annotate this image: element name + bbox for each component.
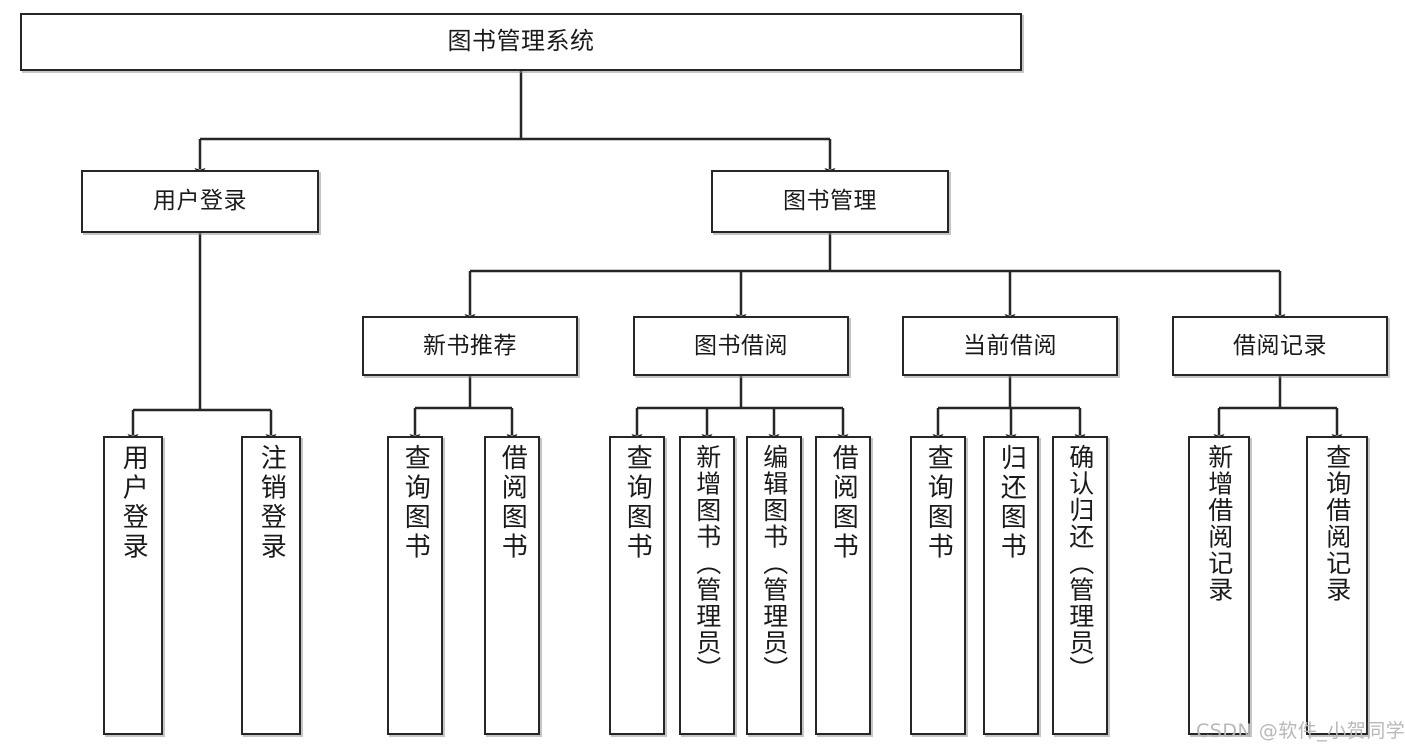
node-label: 图书管理	[783, 188, 877, 215]
node-leaf-query-book-1[interactable]: 查询图书	[387, 436, 443, 735]
node-label: 用户登录	[118, 444, 149, 562]
node-leaf-return-book[interactable]: 归还图书	[983, 436, 1039, 735]
node-label: 查询借阅记录	[1322, 444, 1352, 603]
node-label: 新增借阅记录	[1204, 444, 1234, 603]
node-leaf-borrow-book-2[interactable]: 借阅图书	[815, 436, 871, 735]
node-label: 图书借阅	[694, 332, 788, 359]
node-leaf-user-login[interactable]: 用户登录	[103, 436, 163, 735]
node-leaf-query-book-3[interactable]: 查询图书	[910, 436, 966, 735]
node-label: 查询图书	[400, 444, 431, 562]
node-label: 借阅图书	[828, 444, 859, 562]
node-leaf-user-logout[interactable]: 注销登录	[241, 436, 301, 735]
node-label: 编辑图书（管理员）	[759, 444, 789, 683]
node-borrow-record[interactable]: 借阅记录	[1172, 316, 1388, 376]
node-leaf-confirm-return[interactable]: 确认归还（管理员）	[1052, 436, 1108, 735]
node-new-book-rec[interactable]: 新书推荐	[362, 316, 578, 376]
node-label: 新增图书（管理员）	[692, 444, 722, 683]
node-current-borrow[interactable]: 当前借阅	[902, 316, 1118, 376]
node-label: 借阅记录	[1233, 332, 1327, 359]
node-label: 用户登录	[153, 188, 247, 215]
node-label: 当前借阅	[963, 332, 1057, 359]
node-label: 借阅图书	[497, 444, 528, 562]
node-root[interactable]: 图书管理系统	[20, 13, 1022, 71]
node-label: 新书推荐	[423, 332, 517, 359]
node-user-login[interactable]: 用户登录	[81, 170, 319, 233]
node-leaf-borrow-book-1[interactable]: 借阅图书	[484, 436, 540, 735]
node-label: 查询图书	[923, 444, 954, 562]
node-leaf-add-record[interactable]: 新增借阅记录	[1188, 436, 1250, 735]
node-label: 确认归还（管理员）	[1065, 444, 1095, 683]
node-leaf-add-book[interactable]: 新增图书（管理员）	[679, 436, 735, 735]
node-leaf-query-book-2[interactable]: 查询图书	[609, 436, 665, 735]
node-book-manage[interactable]: 图书管理	[711, 170, 949, 233]
node-book-borrow[interactable]: 图书借阅	[633, 316, 849, 376]
node-leaf-query-record[interactable]: 查询借阅记录	[1306, 436, 1368, 735]
node-label: 归还图书	[996, 444, 1027, 562]
node-leaf-edit-book[interactable]: 编辑图书（管理员）	[746, 436, 802, 735]
node-label: 图书管理系统	[447, 27, 595, 56]
node-label: 注销登录	[256, 444, 287, 562]
watermark-label: CSDN @软件_小贺同学	[1196, 720, 1405, 742]
node-label: 查询图书	[622, 444, 653, 562]
